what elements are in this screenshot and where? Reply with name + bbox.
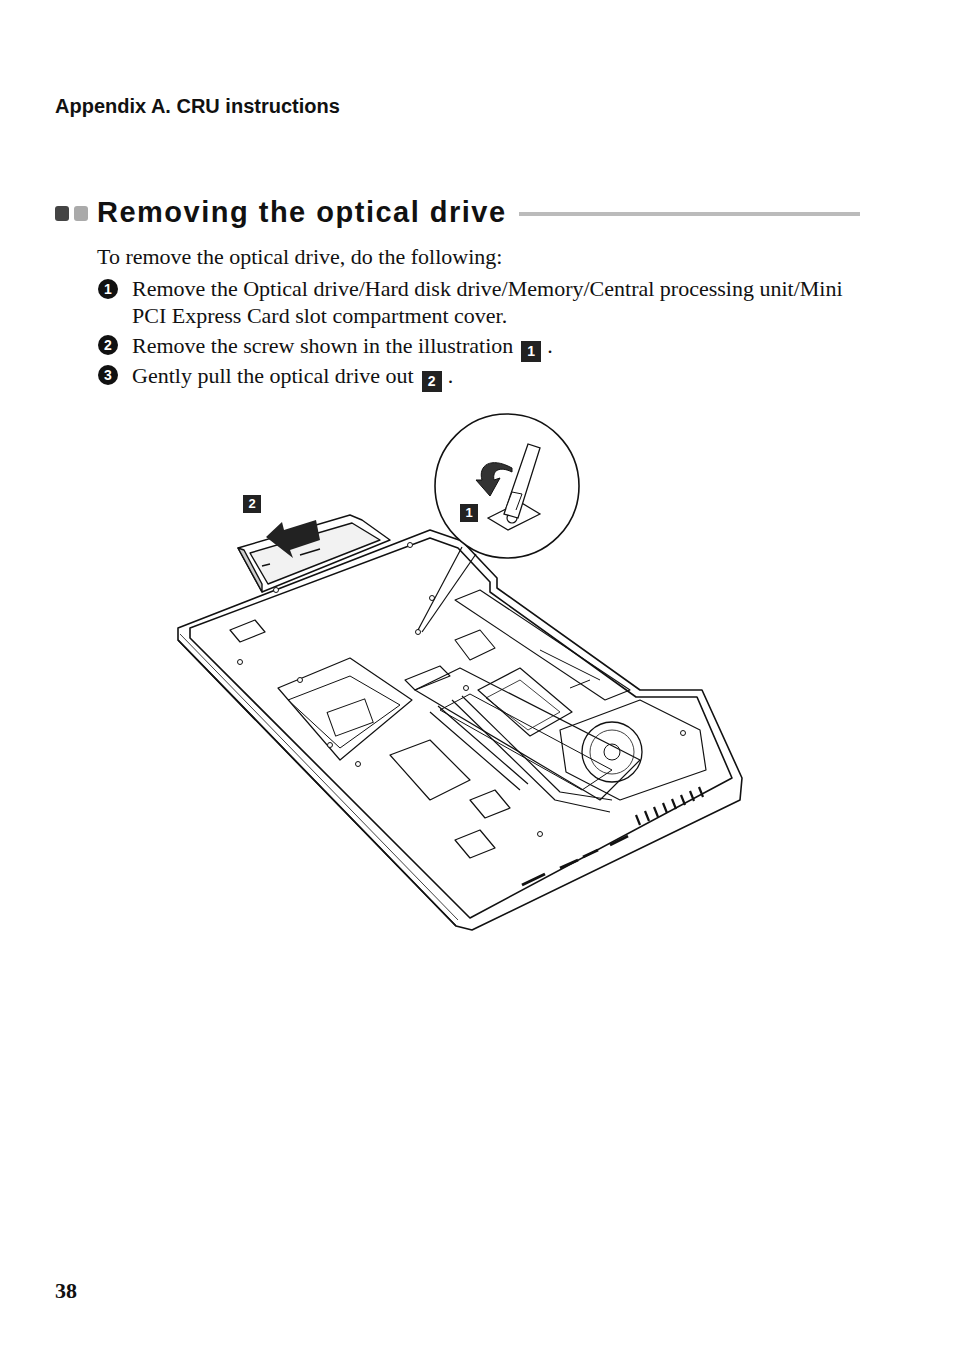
step-text: Remove the Optical drive/Hard disk drive… (132, 275, 872, 329)
optical-drive (238, 515, 390, 592)
pull-arrow (266, 520, 320, 558)
callout-number: 2 (422, 371, 442, 392)
title-rule (519, 212, 860, 216)
step-text: Remove the screw shown in the illustrati… (132, 333, 513, 358)
page-number: 38 (55, 1278, 77, 1304)
title-bullet (55, 206, 69, 221)
callout-number: 1 (521, 341, 541, 362)
callout-number: 2 (243, 495, 261, 513)
screw-magnifier (418, 414, 579, 632)
section-title: Removing the optical drive (97, 196, 507, 229)
step-number: 3 (98, 365, 118, 385)
title-bullet (74, 206, 88, 221)
callout-number: 1 (460, 504, 478, 522)
intro-text: To remove the optical drive, do the foll… (97, 243, 502, 270)
step-number: 2 (98, 335, 118, 355)
step-number: 1 (98, 279, 118, 299)
step-text: Gently pull the optical drive out (132, 363, 414, 388)
running-header: Appendix A. CRU instructions (55, 95, 340, 118)
step-line: Remove the screw shown in the illustrati… (132, 332, 553, 362)
step-line: Gently pull the optical drive out 2. (132, 362, 453, 392)
punctuation: . (547, 333, 553, 358)
laptop-base (178, 530, 742, 930)
screw-holes (238, 543, 686, 837)
punctuation: . (448, 363, 454, 388)
